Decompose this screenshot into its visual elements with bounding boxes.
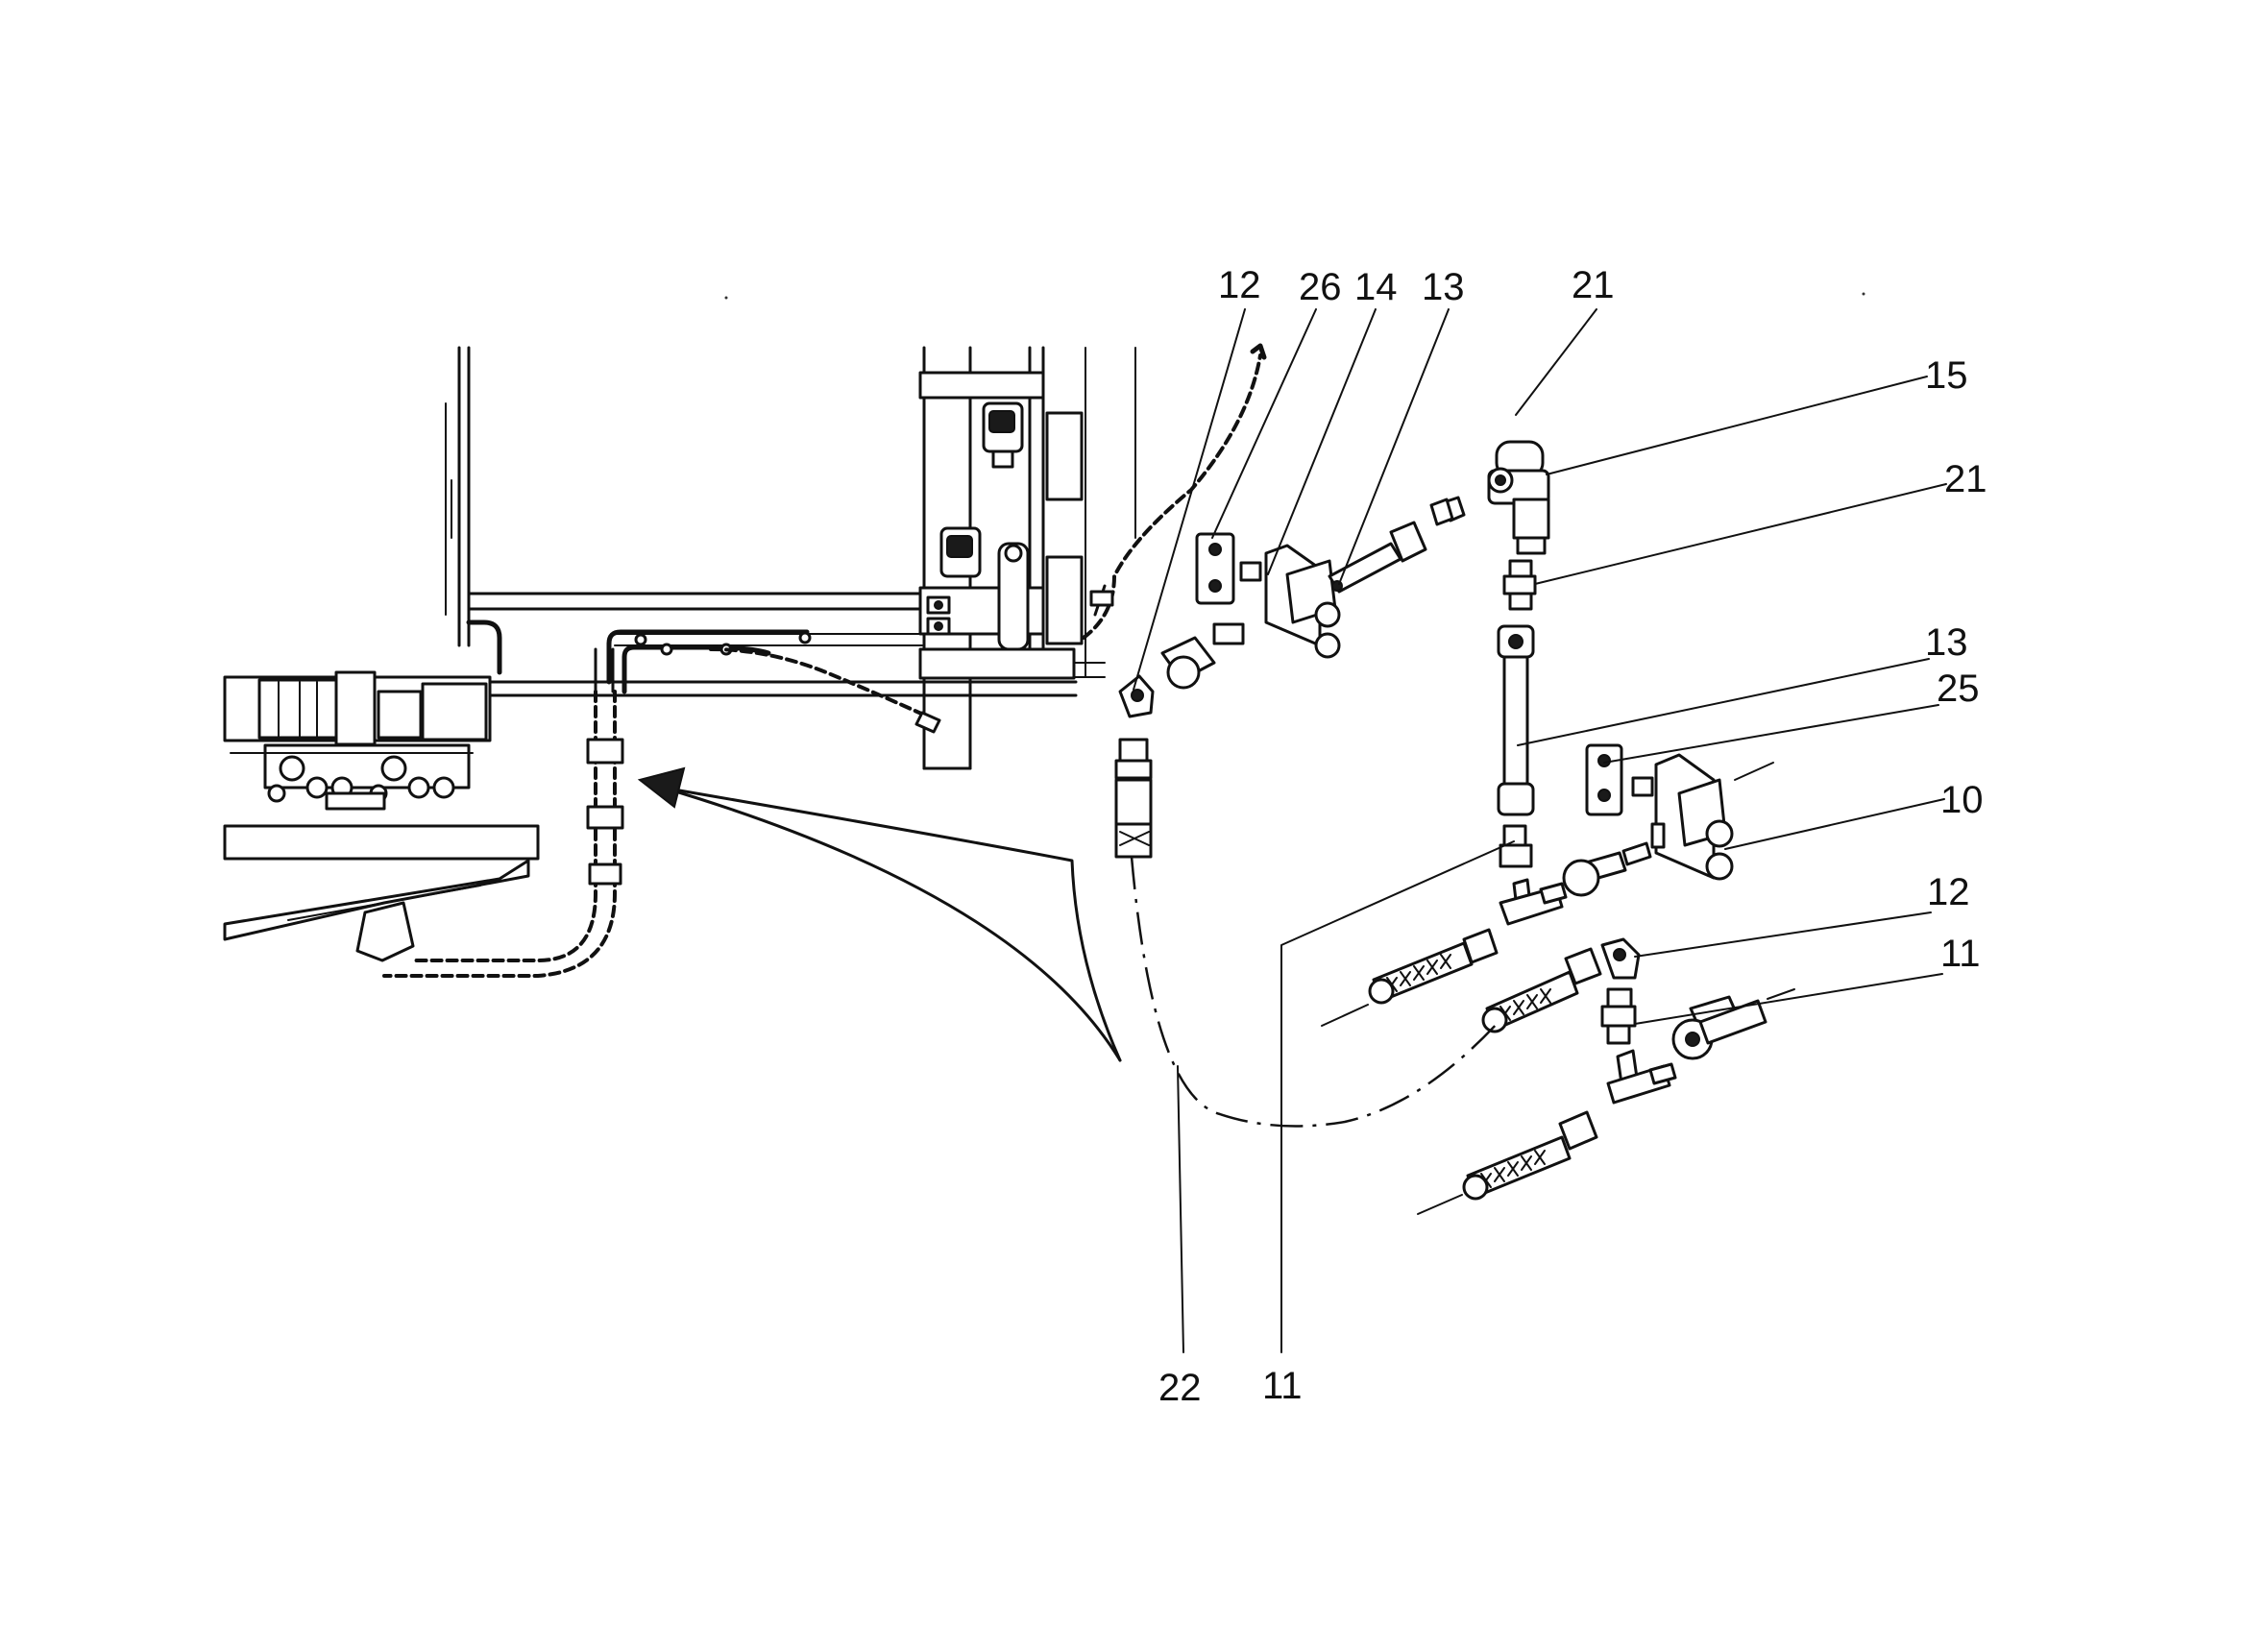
block-25-10	[1585, 743, 1774, 881]
callout-26: 26	[1299, 266, 1342, 308]
chain-links	[267, 755, 455, 803]
machine-frame	[445, 346, 1078, 697]
valve-15	[1429, 440, 1550, 555]
callout-labels: 12 26 14 13 21 15 21 13 25 10 12 11 22 1…	[1158, 264, 1987, 1409]
callout-21a: 21	[1572, 264, 1615, 306]
callout-11a: 11	[1940, 933, 1981, 975]
nipple-21b	[1502, 559, 1537, 611]
bracket-column	[918, 346, 1136, 770]
callout-21b: 21	[1944, 458, 1987, 500]
hose-end-middle	[1481, 841, 1652, 1033]
tube-13b	[1497, 624, 1535, 816]
hose-end-lower	[1417, 1110, 1598, 1215]
valve-block-14	[1160, 532, 1341, 690]
tee-fitting	[1499, 824, 1568, 926]
callout-15: 15	[1925, 354, 1968, 397]
callout-25: 25	[1937, 668, 1980, 710]
speck	[724, 296, 728, 300]
callout-13a: 13	[1422, 266, 1465, 308]
callout-13b: 13	[1925, 621, 1968, 664]
leader-lines	[1133, 308, 1947, 1353]
tee-lower	[1606, 1049, 1677, 1105]
pipe-runs	[382, 343, 1267, 978]
speck	[1862, 292, 1865, 296]
callout-10: 10	[1940, 779, 1984, 821]
cutter-blade	[223, 824, 540, 962]
connection-line	[1130, 856, 1499, 1128]
callout-22: 22	[1158, 1367, 1202, 1409]
callout-12a: 12	[1218, 264, 1261, 306]
hose-end-left	[1321, 928, 1499, 1027]
pipe-13a	[1328, 521, 1427, 594]
callout-12b: 12	[1927, 871, 1970, 913]
callout-14: 14	[1354, 266, 1398, 308]
pump-unit	[223, 670, 492, 811]
callout-11b: 11	[1262, 1365, 1303, 1407]
detail-arrow	[637, 766, 1122, 1062]
fitting-elbow-12a	[1114, 674, 1155, 859]
fitting-12b-11a	[1600, 937, 1795, 1060]
